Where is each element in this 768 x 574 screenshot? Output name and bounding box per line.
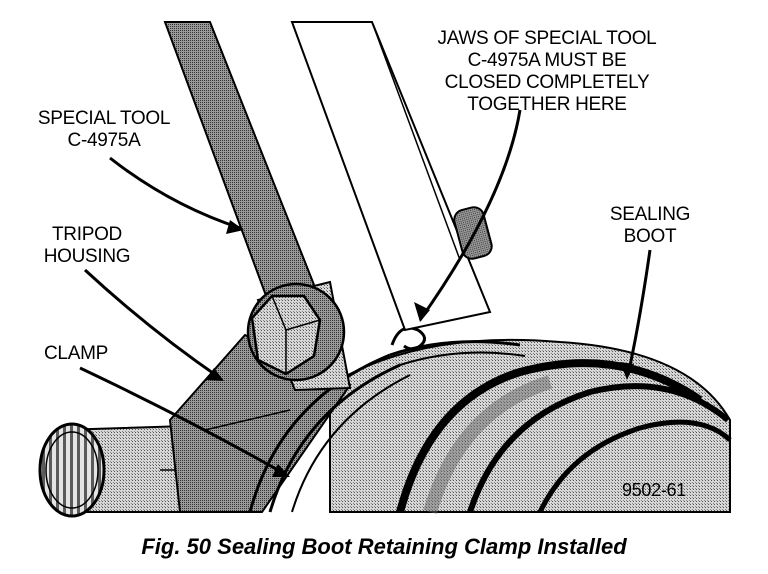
clamp-label: CLAMP [44,343,108,364]
jaws-arrowhead [414,302,430,322]
special-tool-leader-arrow [109,156,241,230]
tripod-housing-label: TRIPOD HOUSING [43,224,131,267]
special-tool-label: SPECIAL TOOL C-4975A [37,108,171,151]
tripod-housing-leader-arrow [83,268,221,380]
clamp-leader-arrow [79,366,286,476]
clamp [248,326,526,513]
sealing-boot-leader-arrow [626,249,652,376]
figure-caption: Fig. 50 Sealing Boot Retaining Clamp Ins… [141,534,627,559]
tripod-housing-arrowhead [206,368,224,381]
jaws-leader-arrow [418,109,522,321]
clamp-arrowhead [272,464,290,477]
jaws-label: JAWS OF SPECIAL TOOL C-4975A MUST BE CLO… [437,28,657,115]
sealing-boot-label: SEALING BOOT [609,204,691,247]
sealing-boot [329,338,732,514]
sealing-boot-arrowhead [620,362,634,380]
special-tool-arrowhead [226,220,244,234]
hex-bolt [246,282,346,382]
figure-id-label: 9502-61 [622,480,686,500]
